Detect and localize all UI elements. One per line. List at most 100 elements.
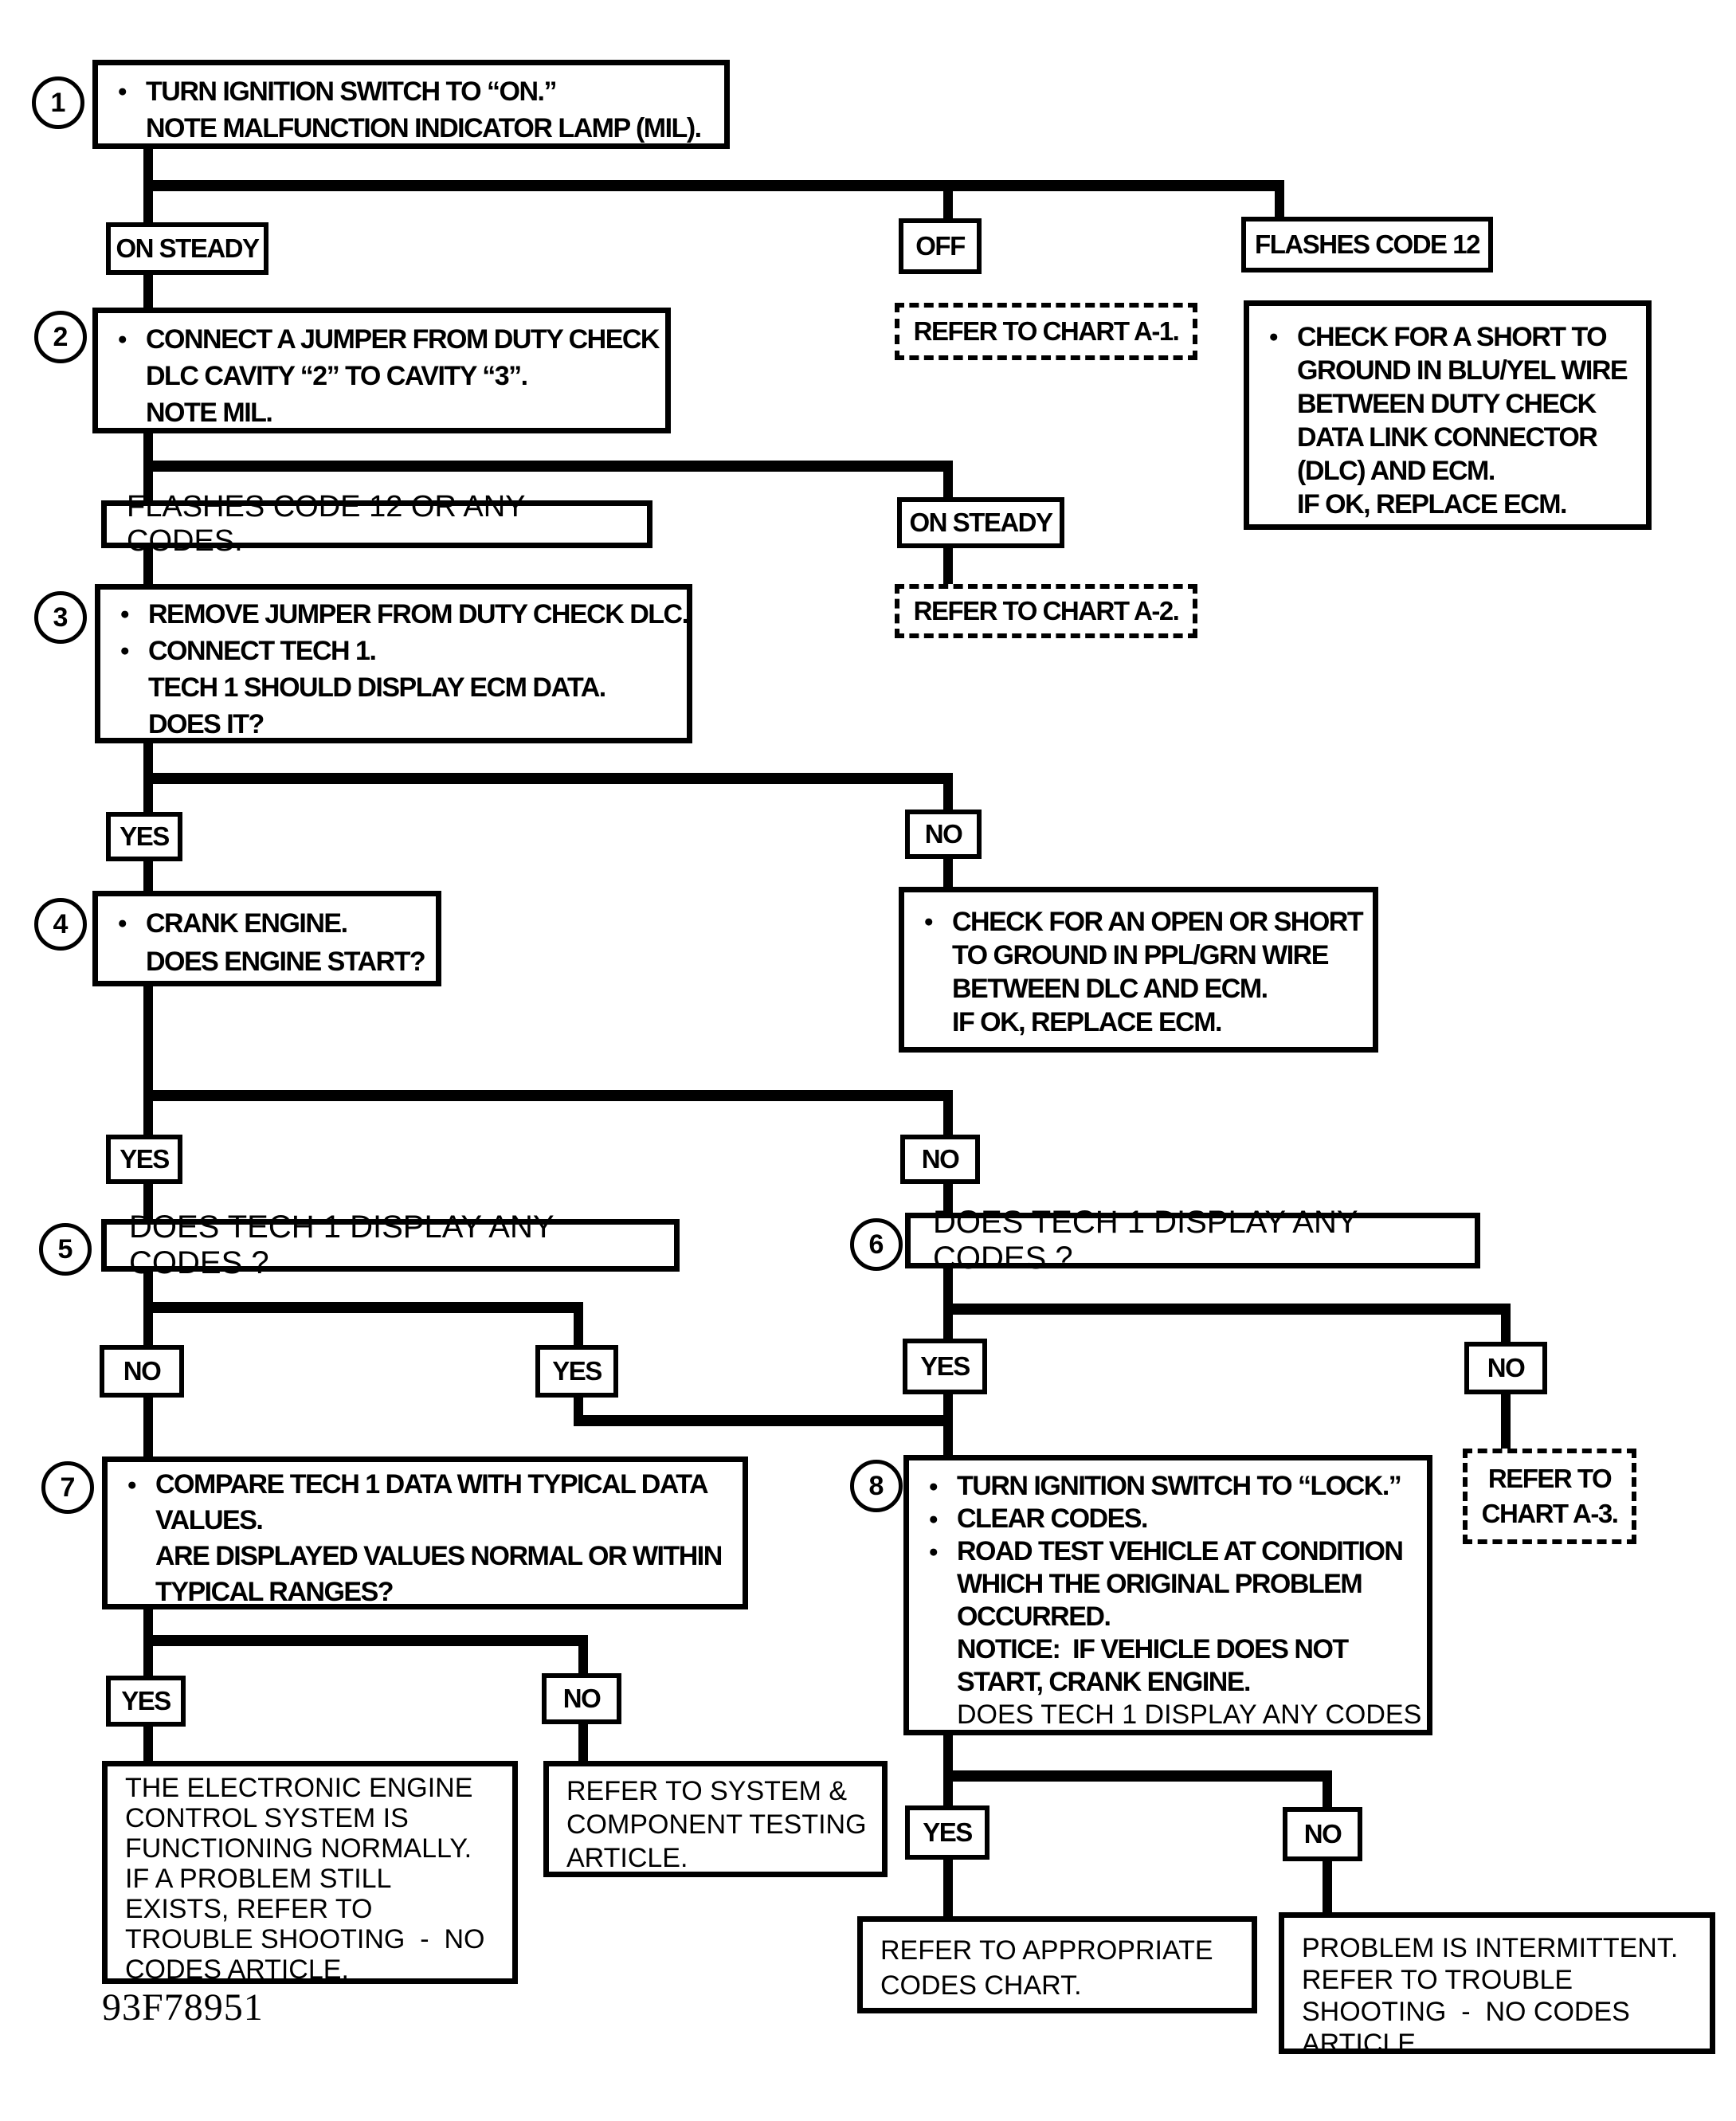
terminal-system-functioning-normally-line: FUNCTIONING NORMALLY.	[108, 1833, 512, 1864]
terminal-system-functioning-normally-text: THE ELECTRONIC ENGINE	[125, 1772, 473, 1803]
edge-branch4-horizontal	[143, 1090, 953, 1101]
label-no-tech1-displays-text: NO	[924, 819, 963, 849]
bullet-icon: ●	[127, 1475, 137, 1494]
edge-flashescodes-box3	[143, 548, 153, 584]
edge-to-yes3	[574, 1313, 583, 1345]
action-check-short-blu-yel-text: CHECK FOR A SHORT TO	[1297, 321, 1608, 352]
label-mil-off: OFF	[899, 218, 982, 274]
terminal-system-functioning-normally-line: EXISTS, REFER TO	[108, 1894, 512, 1924]
bullet-icon: ●	[928, 1509, 939, 1528]
label-mil-on-steady-2: ON STEADY	[897, 497, 1064, 548]
edge-to-off	[943, 191, 953, 218]
bullet-icon: ●	[117, 914, 127, 932]
step-7-compare-typical-data-text: ARE DISPLAYED VALUES NORMAL OR WITHIN	[155, 1541, 723, 1571]
terminal-problem-intermittent-line: ARTICLE.	[1284, 2028, 1710, 2060]
step-7-compare-typical-data-line: ●COMPARE TECH 1 DATA WITH TYPICAL DATA	[108, 1467, 743, 1503]
bullet-icon: ●	[120, 641, 130, 660]
terminal-problem-intermittent-line: PROBLEM IS INTERMITTENT.	[1284, 1932, 1710, 1964]
step-7-compare-typical-data-line: VALUES.	[108, 1503, 743, 1539]
edge-no3-box7	[143, 1398, 153, 1456]
action-check-open-ppl-grn-text: TO GROUND IN PPL/GRN WIRE	[952, 939, 1329, 970]
terminal-system-functioning-normally-line: THE ELECTRONIC ENGINE	[108, 1773, 512, 1803]
label-flashes-code-12-or-any-codes: FLASHES CODE 12 OR ANY CODES.	[101, 490, 652, 558]
step-2-jumper-duty-check-text: CONNECT A JUMPER FROM DUTY CHECK	[146, 323, 660, 355]
bullet-icon: ●	[117, 330, 127, 348]
label-no-engine-starts-text: NO	[921, 1144, 960, 1174]
edge-no4-refA3	[1501, 1394, 1511, 1449]
label-yes-values-normal-text: YES	[121, 1686, 171, 1715]
edge-to-no4	[1501, 1315, 1511, 1342]
step-1-check-mil-line: ●TURN IGNITION SWITCH TO “ON.”	[98, 73, 724, 110]
step-number-6: 6	[850, 1218, 903, 1271]
label-mil-on-steady: ON STEADY	[106, 222, 268, 275]
step-5-tech1-codes-question-text: DOES TECH 1 DISPLAY ANY CODES ?	[129, 1209, 554, 1280]
edge-to-no2	[943, 1101, 953, 1135]
label-no-codes-step8-text: NO	[1303, 1819, 1342, 1849]
step-7-compare-typical-data-line: ARE DISPLAYED VALUES NORMAL OR WITHIN	[108, 1539, 743, 1574]
label-no-engine-starts: NO	[900, 1135, 980, 1184]
action-check-open-ppl-grn-text: IF OK, REPLACE ECM.	[952, 1006, 1222, 1037]
terminal-refer-chart-a3-text: CHART A-3.	[1481, 1499, 1619, 1528]
step-2-jumper-duty-check-line: ● CONNECT A JUMPER FROM DUTY CHECK	[98, 321, 665, 358]
step-1-check-mil-line: NOTE MALFUNCTION INDICATOR LAMP (MIL).	[98, 110, 724, 147]
bullet-icon: ●	[928, 1542, 939, 1561]
label-no-values-normal: NO	[542, 1673, 621, 1724]
terminal-system-functioning-normally-text: TROUBLE SHOOTING - NO	[125, 1923, 485, 1954]
edge-onsteadyB-refA2	[943, 548, 953, 584]
label-mil-flashes-code-12: FLASHES CODE 12	[1241, 217, 1493, 272]
step-2-jumper-duty-check-line: DLC CAVITY “2” TO CAVITY “3”.	[98, 358, 665, 394]
step-3-connect-tech1-text: REMOVE JUMPER FROM DUTY CHECK DLC.	[148, 598, 689, 629]
label-yes-tech1-displays: YES	[106, 812, 182, 861]
terminal-refer-chart-a1: REFER TO CHART A-1.	[895, 303, 1197, 360]
edge-no1-checkopen	[943, 859, 953, 887]
label-no-codes-step8: NO	[1283, 1807, 1362, 1861]
step-1-check-mil-text: NOTE MALFUNCTION INDICATOR LAMP (MIL).	[146, 112, 702, 143]
edge-branch1-horizontal	[143, 180, 1284, 191]
label-yes-codes-step6-text: YES	[920, 1351, 970, 1381]
step-8-clear-codes-road-test-line: NOTICE: IF VEHICLE DOES NOT	[909, 1633, 1427, 1666]
edge-yes2-box5	[143, 1184, 153, 1219]
step-3-connect-tech1-text: DOES IT?	[148, 708, 265, 739]
terminal-system-functioning-normally-line: CONTROL SYSTEM IS	[108, 1803, 512, 1833]
terminal-problem-intermittent-line: SHOOTING - NO CODES	[1284, 1996, 1710, 2028]
edge-yes1-box4	[143, 861, 153, 891]
edge-to-no1	[943, 784, 953, 810]
label-no-codes-step5-text: NO	[123, 1356, 162, 1386]
step-8-clear-codes-road-test-text: OCCURRED.	[957, 1602, 1111, 1632]
action-check-short-blu-yel-line: GROUND IN BLU/YEL WIRE	[1249, 354, 1646, 387]
step-8-clear-codes-road-test: ●TURN IGNITION SWITCH TO “LOCK.”●CLEAR C…	[903, 1455, 1432, 1735]
action-check-open-ppl-grn-line: BETWEEN DLC AND ECM.	[904, 972, 1373, 1006]
step-8-clear-codes-road-test-text: WHICH THE ORIGINAL PROBLEM	[957, 1569, 1363, 1599]
step-7-compare-typical-data-text: VALUES.	[155, 1505, 264, 1535]
step-4-crank-engine-line: ● CRANK ENGINE.	[98, 904, 436, 943]
action-check-open-ppl-grn-line: IF OK, REPLACE ECM.	[904, 1006, 1373, 1039]
label-yes-engine-starts-text: YES	[120, 1144, 170, 1174]
terminal-refer-chart-a2-text: REFER TO CHART A-2.	[913, 596, 1180, 625]
terminal-refer-system-component-testing-text: REFER TO SYSTEM &	[566, 1775, 848, 1806]
terminal-refer-appropriate-codes-chart-text: REFER TO APPROPRIATE	[880, 1935, 1213, 1966]
action-check-short-blu-yel-line: (DLC) AND ECM.	[1249, 454, 1646, 488]
label-yes-codes-step6: YES	[903, 1339, 987, 1394]
label-mil-off-text: OFF	[915, 231, 966, 261]
action-check-short-blu-yel-text: (DLC) AND ECM.	[1297, 455, 1495, 486]
step-4-crank-engine-text: CRANK ENGINE.	[146, 908, 348, 939]
edge-to-flashes12	[1275, 191, 1284, 217]
terminal-refer-appropriate-codes-chart-text: CODES CHART.	[880, 1970, 1082, 2001]
label-yes-codes-step8: YES	[905, 1805, 989, 1860]
step-3-connect-tech1: ●REMOVE JUMPER FROM DUTY CHECK DLC.●CONN…	[95, 584, 692, 743]
action-check-open-ppl-grn-line: ●CHECK FOR AN OPEN OR SHORT	[904, 905, 1373, 939]
terminal-problem-intermittent: PROBLEM IS INTERMITTENT.REFER TO TROUBLE…	[1279, 1912, 1715, 2059]
step-4-crank-engine-text: DOES ENGINE START?	[146, 946, 426, 977]
action-check-short-blu-yel-text: BETWEEN DUTY CHECK	[1297, 388, 1597, 419]
edge-yes3-elbow-horizontal	[574, 1415, 953, 1426]
label-mil-on-steady-text: ON STEADY	[116, 233, 260, 263]
step-1-check-mil: ●TURN IGNITION SWITCH TO “ON.”NOTE MALFU…	[92, 60, 730, 149]
label-yes-codes-step5-text: YES	[552, 1356, 602, 1386]
edge-branch5-horizontal	[143, 1302, 583, 1313]
bullet-icon: ●	[923, 912, 934, 931]
step-number-1: 1	[32, 76, 84, 129]
step-8-clear-codes-road-test-text: CLEAR CODES.	[957, 1504, 1148, 1534]
